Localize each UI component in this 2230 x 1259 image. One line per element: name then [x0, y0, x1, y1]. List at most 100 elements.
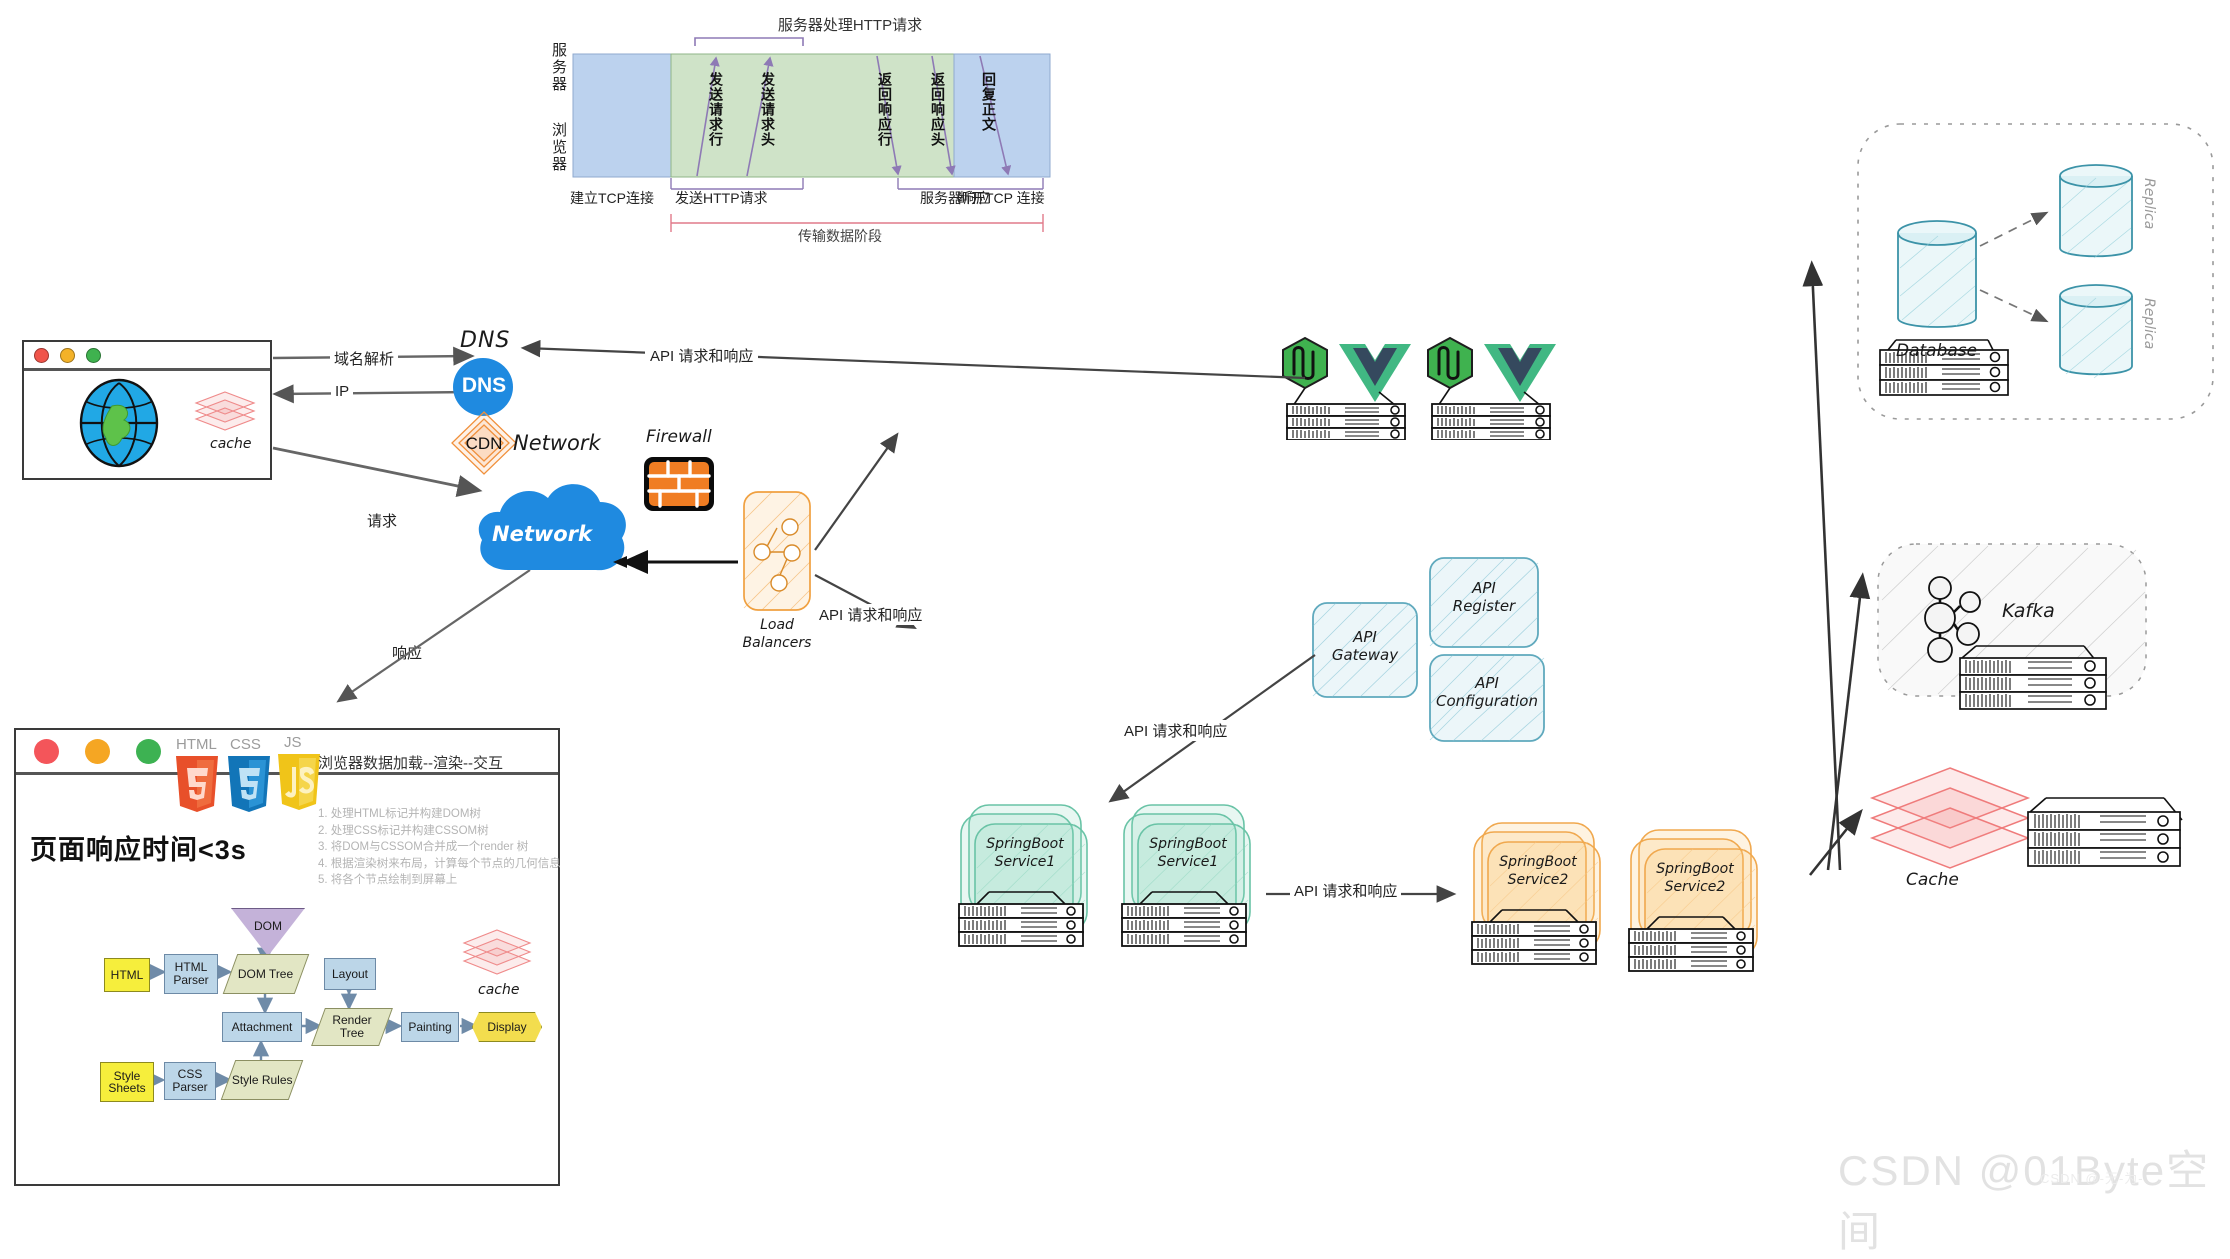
- network-title-label: Network: [513, 431, 601, 455]
- nginx-vue-server-1[interactable]: [1275, 330, 1425, 440]
- minimize-icon[interactable]: [60, 347, 75, 363]
- render-step-5: 5. 将各个节点绘制到屏幕上: [318, 874, 458, 886]
- api-register-label-line2: Register: [1452, 597, 1516, 615]
- api-configuration-node[interactable]: API Configuration: [1427, 652, 1547, 744]
- html5-icon: [176, 756, 218, 812]
- edge-label-api-gateway-upper: API 请求和响应: [815, 604, 927, 625]
- cache-stack-icon: [194, 391, 256, 431]
- dom-tree-node[interactable]: DOM Tree: [222, 954, 310, 994]
- browser-render-panel[interactable]: HTML CSS JS 浏览器数据加载--渲染--交互 页面响应时间<3s 1.…: [14, 728, 561, 1186]
- api-gateway-label: API Gateway: [1310, 628, 1420, 664]
- api-gateway-label-line2: Gateway: [1331, 646, 1399, 664]
- css-parser-node[interactable]: CSS Parser: [164, 1062, 216, 1100]
- lb-to-nginx-edge: [814, 432, 899, 551]
- sequence-phase-4: 断开TCP 连接: [957, 190, 1045, 206]
- cdn-label: CDN: [465, 434, 503, 453]
- edge-label-api-service: API 请求和响应: [1290, 880, 1402, 901]
- api-register-label-line1: API: [1472, 579, 1496, 597]
- springboot-service-icon: [1471, 822, 1601, 965]
- springboot-service1-a[interactable]: SpringBoot Service1: [955, 800, 1105, 950]
- browser-titlebar: [24, 342, 270, 371]
- load-balancer-node[interactable]: Load Balancers: [742, 490, 812, 651]
- load-balancer-label-line2: Balancers: [742, 635, 812, 651]
- springboot-service-icon: [958, 804, 1088, 947]
- cdn-icon: [451, 411, 517, 475]
- load-balancer-label: Load Balancers: [726, 616, 828, 652]
- style-sheets-label: Style Sheets: [108, 1069, 146, 1095]
- lb-inbound-edge: [613, 556, 738, 568]
- springboot-service2-label-line2: Service2: [1507, 872, 1569, 888]
- sequence-arrow-4: 返回响应头: [930, 72, 946, 147]
- http-sequence-panel: 服务器处理HTTP请求 服务器 浏览器: [520, 14, 1180, 294]
- springboot-service-icon: [1628, 829, 1758, 972]
- network-cloud-node[interactable]: Network: [470, 468, 635, 578]
- springboot-service1-b[interactable]: SpringBoot Service1: [1118, 800, 1268, 950]
- dom-label: DOM: [254, 918, 282, 933]
- kafka-group-boundary: [1877, 543, 2147, 710]
- springboot-service2-label: SpringBoot Service2: [1633, 860, 1757, 896]
- network-to-render-edge: [336, 569, 531, 703]
- dns-circle-icon: [453, 358, 513, 416]
- cache-group: Cache: [1860, 760, 2190, 920]
- render-tree-label: Render Tree: [332, 1013, 372, 1040]
- render-step-4: 4. 根据渲染树来布局，计算每个节点的几何信息: [318, 857, 561, 870]
- sequence-arrow-3: 返回响应行: [877, 72, 893, 147]
- cache-icon: [1869, 767, 2183, 869]
- firewall-label: Firewall: [646, 427, 712, 447]
- service-to-storage-edges: [1802, 260, 1871, 876]
- api-register-label: API Register: [1427, 579, 1541, 615]
- display-label: Display: [487, 1019, 527, 1034]
- kafka-group: Kafka: [1868, 540, 2168, 730]
- cache-label-right: Cache: [1906, 870, 1959, 890]
- browser-window[interactable]: cache: [22, 340, 272, 480]
- close-icon[interactable]: [34, 347, 49, 363]
- springboot-service2-label-line1: SpringBoot: [1499, 854, 1577, 870]
- html-parser-label: HTML Parser: [173, 960, 209, 987]
- page-response-time: 页面响应时间<3s: [30, 835, 247, 865]
- maximize-icon[interactable]: [86, 347, 101, 363]
- springboot-service2-label-line1: SpringBoot: [1656, 861, 1734, 877]
- display-node[interactable]: Display: [472, 1012, 542, 1042]
- html5-badge: HTML: [172, 736, 222, 814]
- style-rules-node[interactable]: Style Rules: [220, 1060, 304, 1100]
- dns-circle-label: DNS: [461, 374, 507, 397]
- html-parser-node[interactable]: HTML Parser: [164, 954, 218, 994]
- database-group-boundary: [1857, 123, 2214, 420]
- cdn-node[interactable]: CDN: [448, 408, 520, 478]
- database-label: Database: [1896, 341, 1978, 361]
- springboot-service2-b[interactable]: SpringBoot Service2: [1625, 825, 1775, 975]
- lb-to-gateway-edge: [814, 574, 917, 630]
- edge-label-ip: IP: [331, 383, 354, 400]
- dom-tree-label: DOM Tree: [238, 966, 294, 981]
- attachment-node[interactable]: Attachment: [222, 1012, 302, 1042]
- close-icon[interactable]: [34, 738, 59, 764]
- nginx-vue-server-2[interactable]: [1420, 330, 1570, 440]
- css-parser-label: CSS Parser: [172, 1067, 208, 1094]
- http-sequence-title: 服务器处理HTTP请求: [777, 17, 923, 34]
- sequence-chart: [572, 37, 1051, 232]
- attachment-label: Attachment: [231, 1019, 293, 1034]
- maximize-icon[interactable]: [136, 738, 161, 764]
- firewall-node[interactable]: Firewall: [642, 427, 716, 513]
- api-register-node[interactable]: API Register: [1427, 555, 1541, 650]
- render-step-1: 1. 处理HTML标记并构建DOM树: [318, 808, 481, 820]
- api-gateway-node[interactable]: API Gateway: [1310, 600, 1420, 700]
- replica-label-2: Replica: [2141, 298, 2157, 350]
- nginx-vue-server-icon: [1427, 336, 1556, 440]
- render-tree-node[interactable]: Render Tree: [311, 1008, 393, 1046]
- watermark-main: CSDN @01Byte空间: [1838, 1147, 2211, 1255]
- html-tech-label: HTML: [176, 736, 217, 753]
- sequence-phase-3: 服务器响应: [920, 190, 990, 206]
- render-steps-list: 1. 处理HTML标记并构建DOM树 2. 处理CSS标记并构建CSSOM树 3…: [318, 806, 561, 889]
- render-cache-label: cache: [478, 982, 520, 998]
- load-balancer-icon: [743, 491, 811, 611]
- painting-node[interactable]: Painting: [401, 1012, 459, 1042]
- globe-icon: [79, 378, 159, 468]
- layout-node[interactable]: Layout: [324, 958, 376, 990]
- render-step-2: 2. 处理CSS标记并构建CSSOM树: [318, 824, 489, 837]
- minimize-icon[interactable]: [85, 738, 110, 764]
- html-node[interactable]: HTML: [104, 958, 150, 992]
- springboot-service2-a[interactable]: SpringBoot Service2: [1468, 818, 1618, 968]
- sequence-arrow-2: 发送请求头: [760, 72, 776, 147]
- style-sheets-node[interactable]: Style Sheets: [100, 1062, 154, 1102]
